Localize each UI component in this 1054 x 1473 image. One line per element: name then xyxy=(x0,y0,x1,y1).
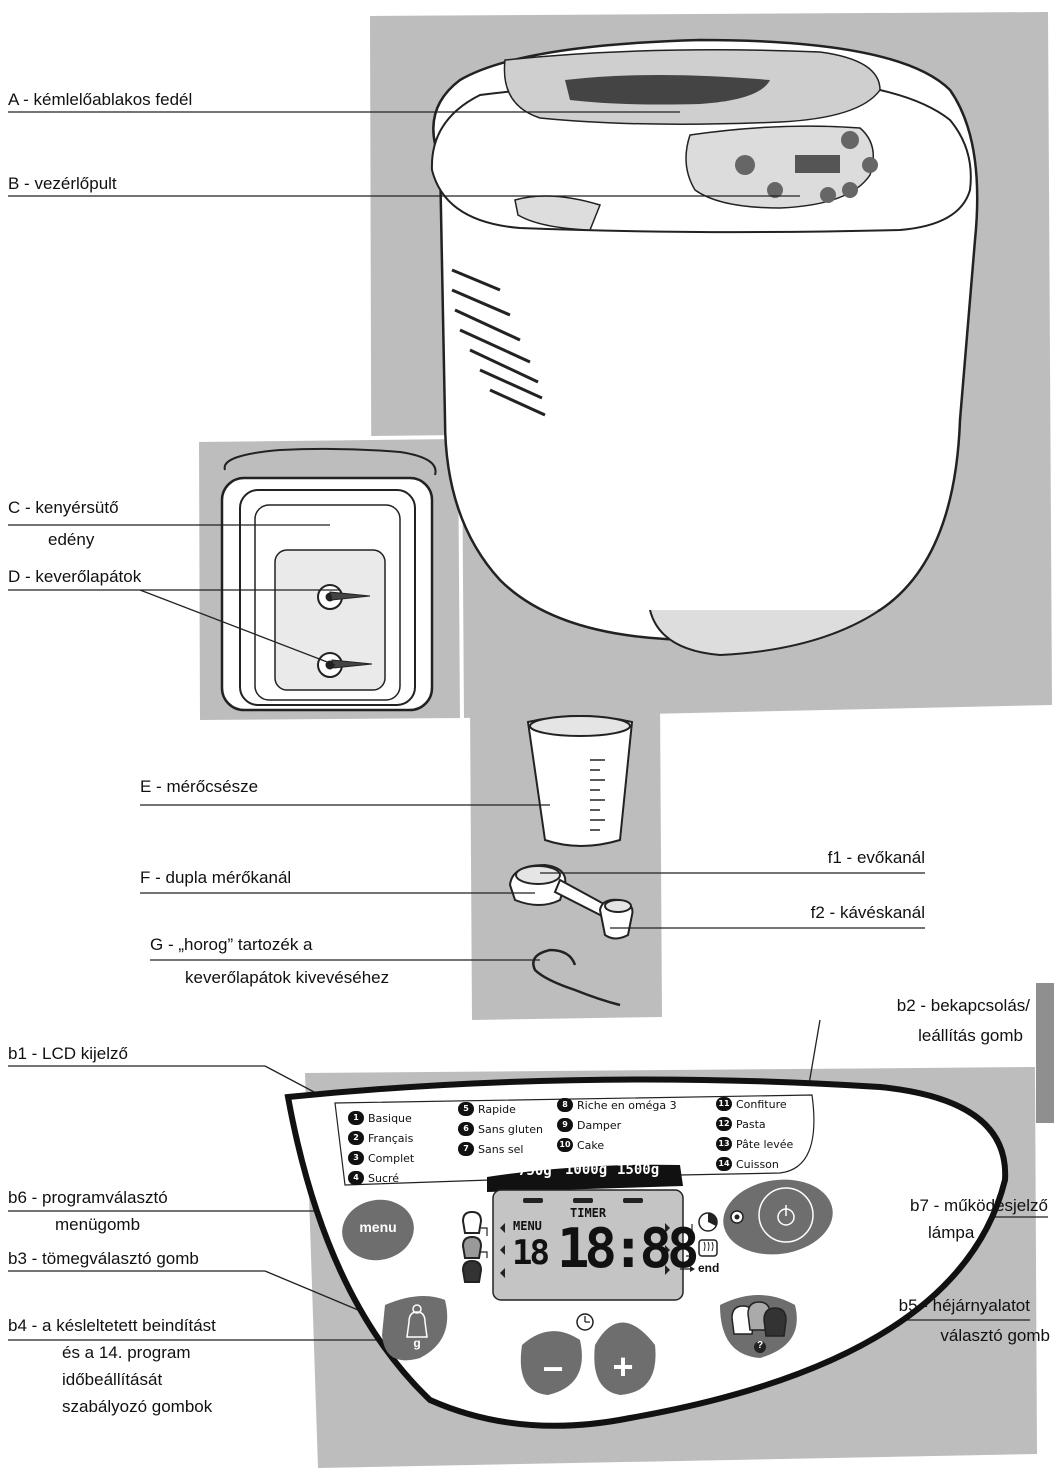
program-item: 7 Sans sel xyxy=(458,1142,523,1156)
program-name: Rapide xyxy=(478,1102,516,1116)
label-b4: b4 - a késleltetett beindítást xyxy=(8,1316,216,1335)
program-item: 11 Confiture xyxy=(716,1097,787,1111)
weight-1500: 1500g xyxy=(617,1162,660,1178)
plus-button-shape xyxy=(594,1322,656,1395)
program-number-badge: 13 xyxy=(716,1137,732,1151)
lcd-menu-label: MENU xyxy=(513,1219,542,1233)
program-name: Cuisson xyxy=(736,1157,779,1171)
program-number-badge: 3 xyxy=(348,1151,364,1165)
program-number-badge: 9 xyxy=(557,1118,573,1132)
program-number-badge: 1 xyxy=(348,1111,364,1125)
weight-750: 750g xyxy=(518,1163,552,1179)
program-name: Complet xyxy=(368,1151,415,1165)
program-name: Sans gluten xyxy=(478,1122,543,1136)
label-c-cont: edény xyxy=(48,530,95,549)
crust-button[interactable]: ? xyxy=(756,1340,764,1351)
bread-maker-illustration xyxy=(430,38,979,657)
label-b2-cont: leállítás gomb xyxy=(918,1026,1023,1045)
program-name: Riche en oméga 3 xyxy=(577,1098,677,1112)
label-b7: b7 - működésjelző xyxy=(910,1196,1048,1215)
label-f1: f1 - evőkanál xyxy=(827,848,925,867)
program-name: Confiture xyxy=(736,1097,787,1111)
menu-button-shape xyxy=(342,1199,414,1261)
double-spoon-illustration xyxy=(508,863,634,940)
label-f2: f2 - kávéskanál xyxy=(810,903,925,922)
program-number-badge: 5 xyxy=(458,1102,474,1116)
menu-button[interactable]: menu xyxy=(359,1219,397,1235)
label-b6-cont: menügomb xyxy=(55,1215,141,1234)
label-b3: b3 - tömegválasztó gomb xyxy=(8,1249,199,1268)
program-item: 2 Français xyxy=(348,1131,413,1145)
program-name: Basique xyxy=(368,1111,412,1125)
program-number-badge: 6 xyxy=(458,1122,474,1136)
label-a: A - kémlelőablakos fedél xyxy=(8,90,193,109)
minus-button-shape xyxy=(520,1331,582,1395)
lcd-timer-label: TIMER xyxy=(570,1206,607,1220)
label-c: C - kenyérsütő xyxy=(8,498,119,517)
lcd-program-digits: 18 xyxy=(512,1233,550,1273)
program-number-badge: 11 xyxy=(716,1097,732,1111)
lcd-time-digits: 18:88 xyxy=(557,1217,700,1280)
lcd-display xyxy=(492,1189,684,1301)
program-number-badge: 10 xyxy=(557,1138,573,1152)
program-item: 5 Rapide xyxy=(458,1102,516,1116)
program-name: Damper xyxy=(577,1118,622,1132)
program-item: 10 Cake xyxy=(557,1138,604,1152)
program-item: 8 Riche en oméga 3 xyxy=(557,1098,677,1112)
weight-bar xyxy=(487,1164,683,1192)
program-name: Pasta xyxy=(736,1117,766,1131)
leader-lines xyxy=(8,111,1048,1341)
weight-button[interactable]: g xyxy=(413,1336,421,1350)
program-item: 4 Sucré xyxy=(348,1171,399,1185)
label-e: E - mérőcsésze xyxy=(140,777,259,796)
label-g: G - „horog” tartozék a xyxy=(150,935,313,954)
measuring-cup-illustration xyxy=(526,715,634,847)
program-name: Français xyxy=(368,1131,414,1145)
program-item: 12 Pasta xyxy=(716,1117,766,1131)
power-button[interactable] xyxy=(740,1190,816,1246)
program-item: 14 Cuisson xyxy=(716,1157,779,1171)
label-b4-line3: időbeállítását xyxy=(62,1370,163,1389)
program-item: 3 Complet xyxy=(348,1151,414,1165)
program-number-badge: 4 xyxy=(348,1171,364,1185)
program-item: 1 Basique xyxy=(348,1111,412,1125)
program-name: Sucré xyxy=(368,1171,400,1185)
label-b4-line2: és a 14. program xyxy=(62,1343,191,1362)
label-b5: b5 - héjárnyalatot xyxy=(898,1296,1030,1315)
label-b5-cont: választó gomb xyxy=(940,1326,1050,1345)
program-name: Sans sel xyxy=(478,1142,524,1156)
label-b2: b2 - bekapcsolás/ xyxy=(896,996,1030,1015)
program-name: Cake xyxy=(577,1138,605,1152)
minus-button[interactable]: − xyxy=(542,1348,564,1389)
program-number-badge: 12 xyxy=(716,1117,732,1131)
label-b4-line4: szabályozó gombok xyxy=(62,1397,213,1416)
program-item: 9 Damper xyxy=(557,1118,621,1132)
bread-pan-illustration xyxy=(220,447,437,712)
label-b7-cont: lámpa xyxy=(928,1223,975,1242)
weight-button-shape xyxy=(382,1296,448,1361)
label-f: F - dupla mérőkanál xyxy=(140,868,292,887)
label-d: D - keverőlapátok xyxy=(8,567,142,586)
side-tab xyxy=(1036,983,1054,1123)
hook-illustration xyxy=(532,948,621,1007)
lcd-end-label: end xyxy=(698,1261,720,1275)
program-number-badge: 7 xyxy=(458,1142,474,1156)
program-item: 6 Sans gluten xyxy=(458,1122,543,1136)
program-item: 13 Pâte levée xyxy=(716,1137,793,1151)
program-number-badge: 14 xyxy=(716,1157,732,1171)
program-number-badge: 2 xyxy=(348,1131,364,1145)
label-b: B - vezérlőpult xyxy=(8,174,117,193)
program-name: Pâte levée xyxy=(736,1137,794,1151)
label-b1: b1 - LCD kijelző xyxy=(8,1044,128,1063)
plus-button[interactable]: + xyxy=(612,1346,634,1387)
program-number-badge: 8 xyxy=(557,1098,573,1112)
weight-1000: 1000g xyxy=(565,1162,608,1178)
label-b6: b6 - programválasztó xyxy=(8,1188,168,1207)
label-g-cont: keverőlapátok kivevéséhez xyxy=(185,968,390,987)
weight-icon xyxy=(406,1311,428,1338)
control-panel xyxy=(284,1076,1009,1429)
